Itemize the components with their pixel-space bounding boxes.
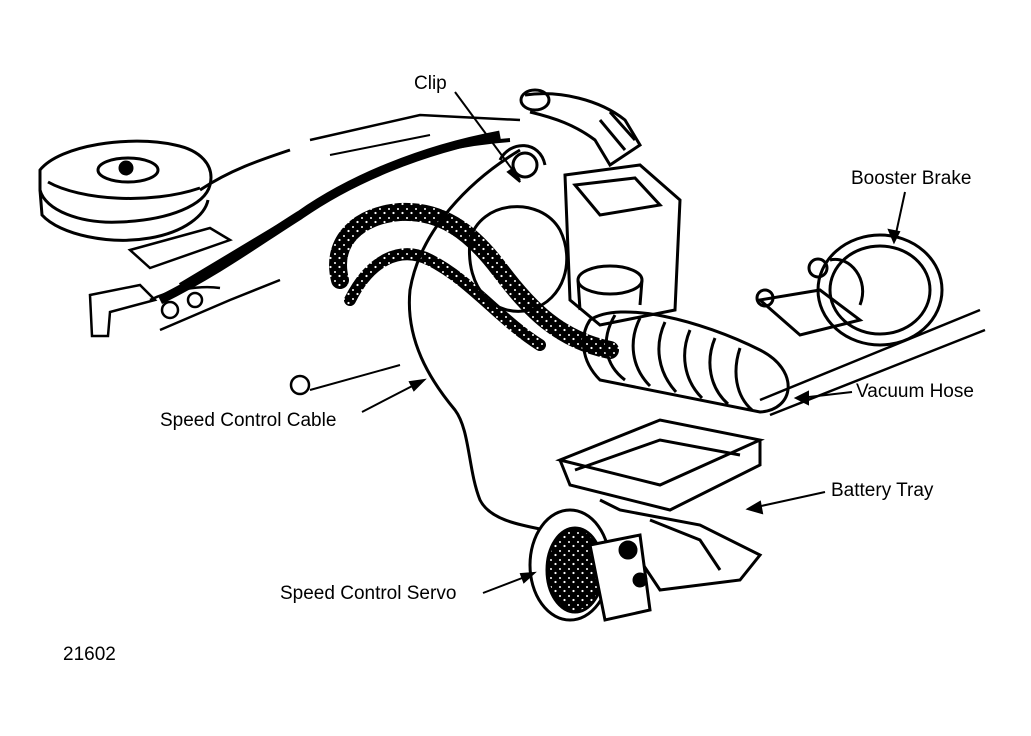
speed-control-servo-arrowhead bbox=[519, 571, 537, 584]
label-vacuum-hose: Vacuum Hose bbox=[856, 381, 974, 402]
air-intake-tube bbox=[519, 88, 643, 168]
booster-brake-leader bbox=[894, 191, 906, 239]
label-speed-control-servo: Speed Control Servo bbox=[280, 583, 457, 604]
speed-control-cable-arrowhead bbox=[408, 378, 427, 392]
bracket-assembly bbox=[88, 226, 281, 338]
heater-hoses bbox=[329, 202, 619, 359]
label-clip: Clip bbox=[414, 73, 447, 94]
speed-control-servo bbox=[528, 508, 652, 622]
washer bbox=[289, 374, 311, 396]
air-cleaner-housing bbox=[563, 163, 682, 327]
label-booster-brake: Booster Brake bbox=[851, 168, 972, 189]
clip-leader bbox=[454, 91, 521, 181]
battery-tray-arrowhead bbox=[745, 500, 764, 515]
label-speed-control-cable: Speed Control Cable bbox=[160, 410, 337, 431]
speed-control-cable-line bbox=[407, 148, 546, 532]
clip-arrowhead bbox=[506, 166, 521, 183]
booster-brake-arrowhead bbox=[887, 228, 901, 245]
leader-lines bbox=[361, 91, 906, 594]
body-line bbox=[309, 364, 401, 391]
brake-booster bbox=[755, 233, 944, 347]
vacuum-hose-arrowhead bbox=[793, 390, 809, 406]
coolant-reservoir bbox=[38, 139, 213, 242]
label-battery-tray: Battery Tray bbox=[831, 480, 934, 501]
wire-harness bbox=[157, 113, 521, 305]
bellows-hose bbox=[581, 310, 790, 414]
battery-tray-leader bbox=[751, 491, 826, 509]
figure-number: 21602 bbox=[63, 644, 116, 665]
battery-tray bbox=[555, 418, 765, 592]
speed-control-cable-leader bbox=[361, 381, 421, 413]
throttle-body bbox=[467, 144, 569, 313]
